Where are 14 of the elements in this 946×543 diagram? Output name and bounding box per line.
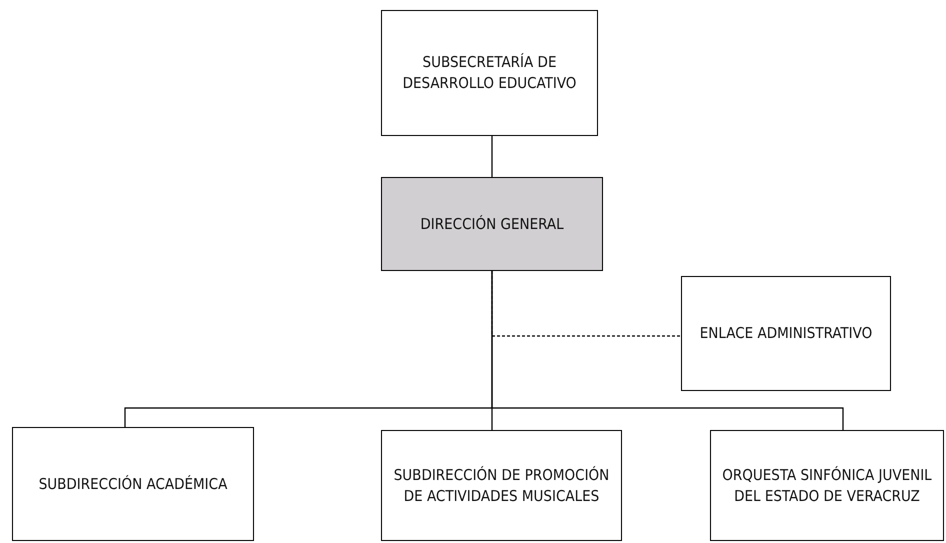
connector-line [491, 271, 844, 430]
org-box [381, 10, 598, 136]
box-label: ORQUESTA SINFÓNICA JUVENIL DEL ESTADO DE VERACRUZ [721, 464, 933, 506]
org-box [681, 276, 891, 391]
box-label: SUBDIRECCIÓN ACADÉMICA [38, 474, 228, 494]
box-label: SUBSECRETARÍA DE DESARROLLO EDUCATIVO [402, 52, 578, 94]
box-label: ENLACE ADMINISTRATIVO [698, 323, 874, 344]
box-label: SUBDIRECCIÓN DE PROMOCIÓN DE ACTIVIDADES MUSICALES [392, 464, 610, 506]
org-box [12, 427, 254, 541]
org-box [710, 430, 944, 541]
connector-line [491, 136, 493, 177]
org-box [381, 430, 622, 541]
highlighted-box [381, 177, 603, 271]
box-label: DIRECCIÓN GENERAL [419, 214, 565, 234]
